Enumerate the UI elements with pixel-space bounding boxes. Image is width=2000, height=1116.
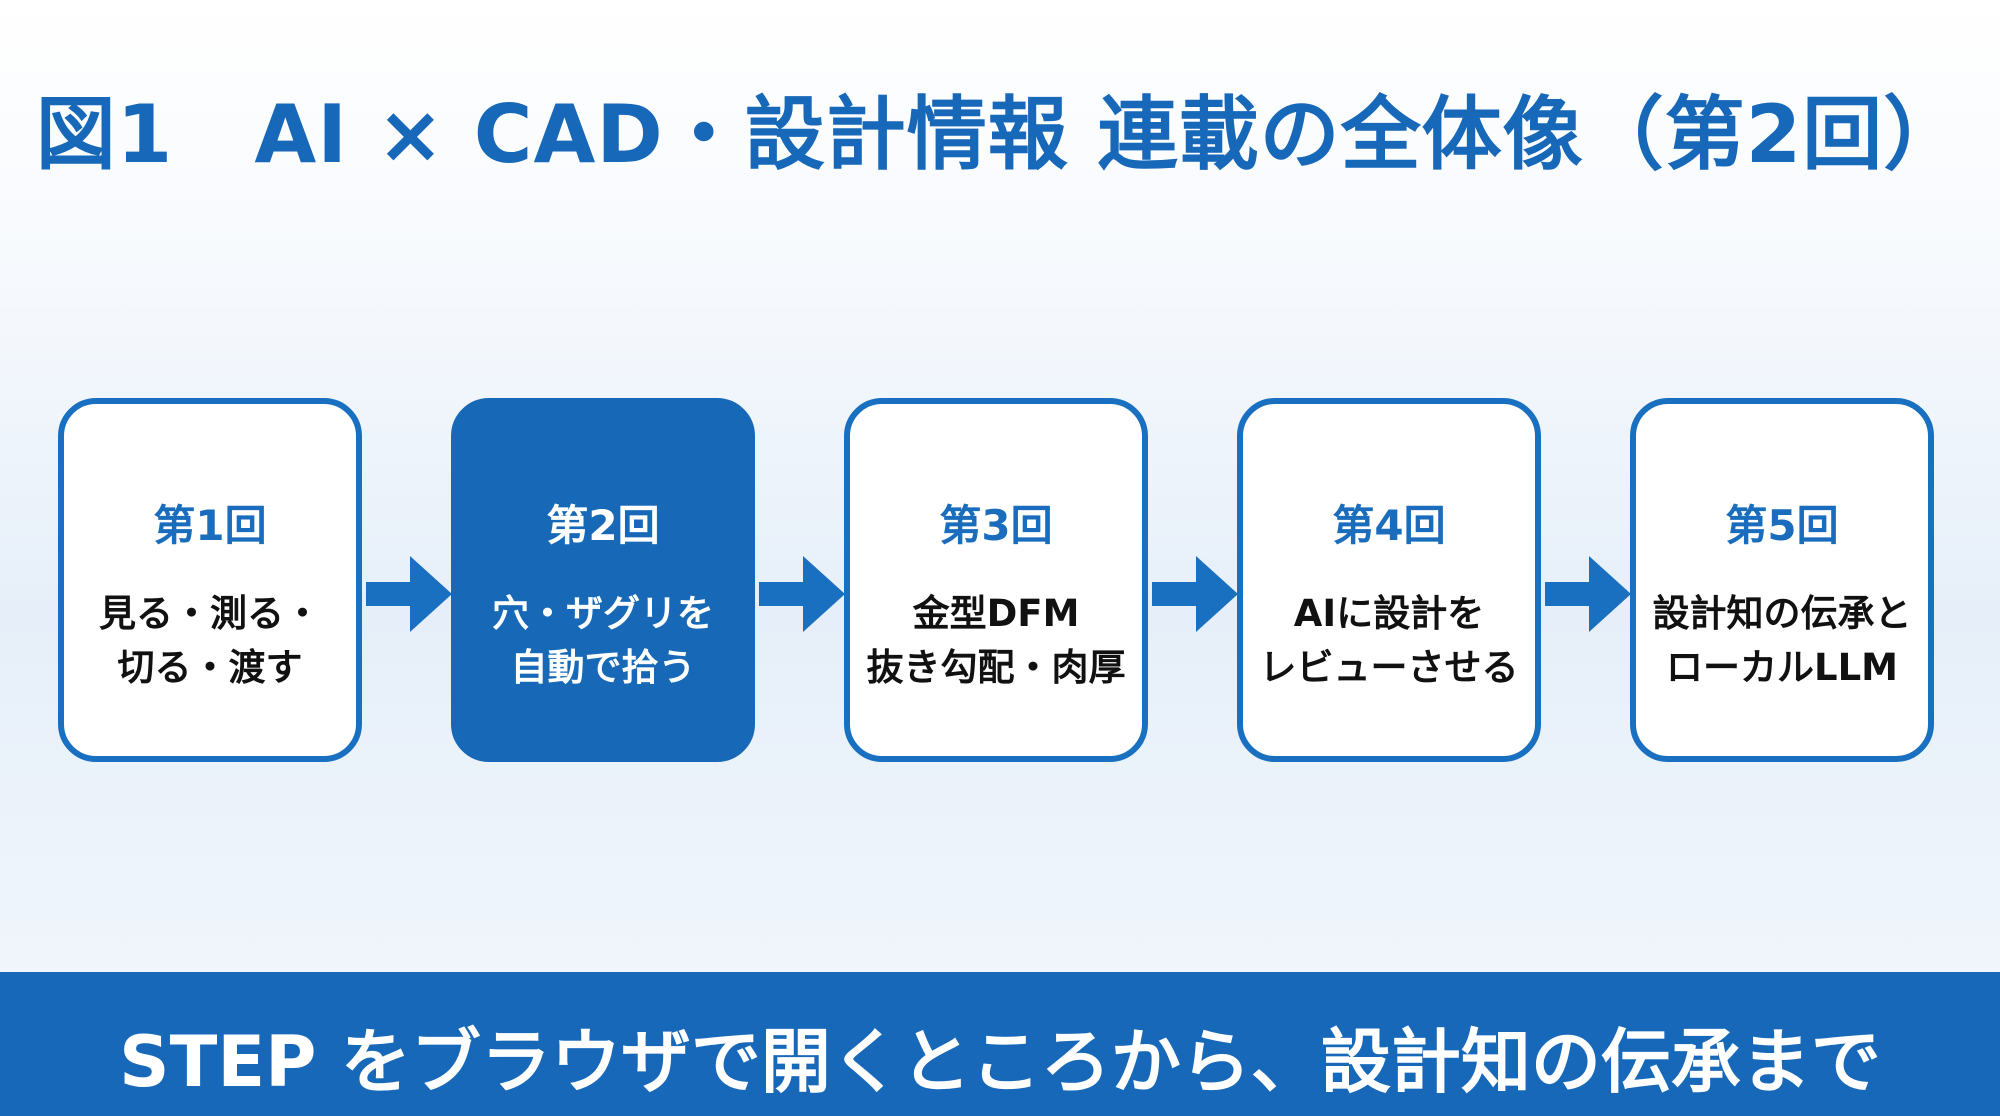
step-desc-line1: AIに設計を xyxy=(1293,592,1485,635)
step-label: 第4回 xyxy=(1332,501,1446,550)
step-description: 金型DFM 抜き勾配・肉厚 xyxy=(850,587,1142,695)
arrow-right-icon xyxy=(759,556,845,632)
step-label: 第2回 xyxy=(546,501,660,550)
step-description: 見る・測る・ 切る・渡す xyxy=(64,587,356,695)
step-desc-line2: 抜き勾配・肉厚 xyxy=(866,646,1126,689)
footer-banner: STEP をブラウザで開くところから、設計知の伝承まで xyxy=(0,972,2000,1116)
step-box-3: 第3回 金型DFM 抜き勾配・肉厚 xyxy=(844,398,1148,762)
footer-tagline: STEP をブラウザで開くところから、設計知の伝承まで xyxy=(119,1021,1881,1103)
step-desc-line2: 切る・渡す xyxy=(117,646,303,689)
arrow-right-icon xyxy=(1545,556,1631,632)
step-description: 穴・ザグリを 自動で拾う xyxy=(457,587,749,695)
step-desc-line2: 自動で拾う xyxy=(510,646,696,689)
step-desc-line1: 金型DFM xyxy=(912,592,1080,635)
step-label: 第1回 xyxy=(153,501,267,550)
step-box-1: 第1回 見る・測る・ 切る・渡す xyxy=(58,398,362,762)
step-description: 設計知の伝承と ローカルLLM xyxy=(1636,587,1928,695)
step-desc-line2: ローカルLLM xyxy=(1666,646,1898,689)
step-box-4: 第4回 AIに設計を レビューさせる xyxy=(1237,398,1541,762)
step-desc-line1: 見る・測る・ xyxy=(99,592,321,635)
arrow-right-icon xyxy=(1152,556,1238,632)
figure-title: 図1 AI × CAD・設計情報 連載の全体像（第2回） xyxy=(35,88,1965,181)
step-label: 第5回 xyxy=(1725,501,1839,550)
step-label: 第3回 xyxy=(939,501,1053,550)
step-desc-line1: 設計知の伝承と xyxy=(1652,592,1912,635)
step-desc-line1: 穴・ザグリを xyxy=(492,592,714,635)
step-box-5: 第5回 設計知の伝承と ローカルLLM xyxy=(1630,398,1934,762)
step-description: AIに設計を レビューさせる xyxy=(1243,587,1535,695)
step-desc-line2: レビューさせる xyxy=(1259,646,1519,689)
step-box-2: 第2回 穴・ザグリを 自動で拾う xyxy=(451,398,755,762)
arrow-right-icon xyxy=(366,556,452,632)
